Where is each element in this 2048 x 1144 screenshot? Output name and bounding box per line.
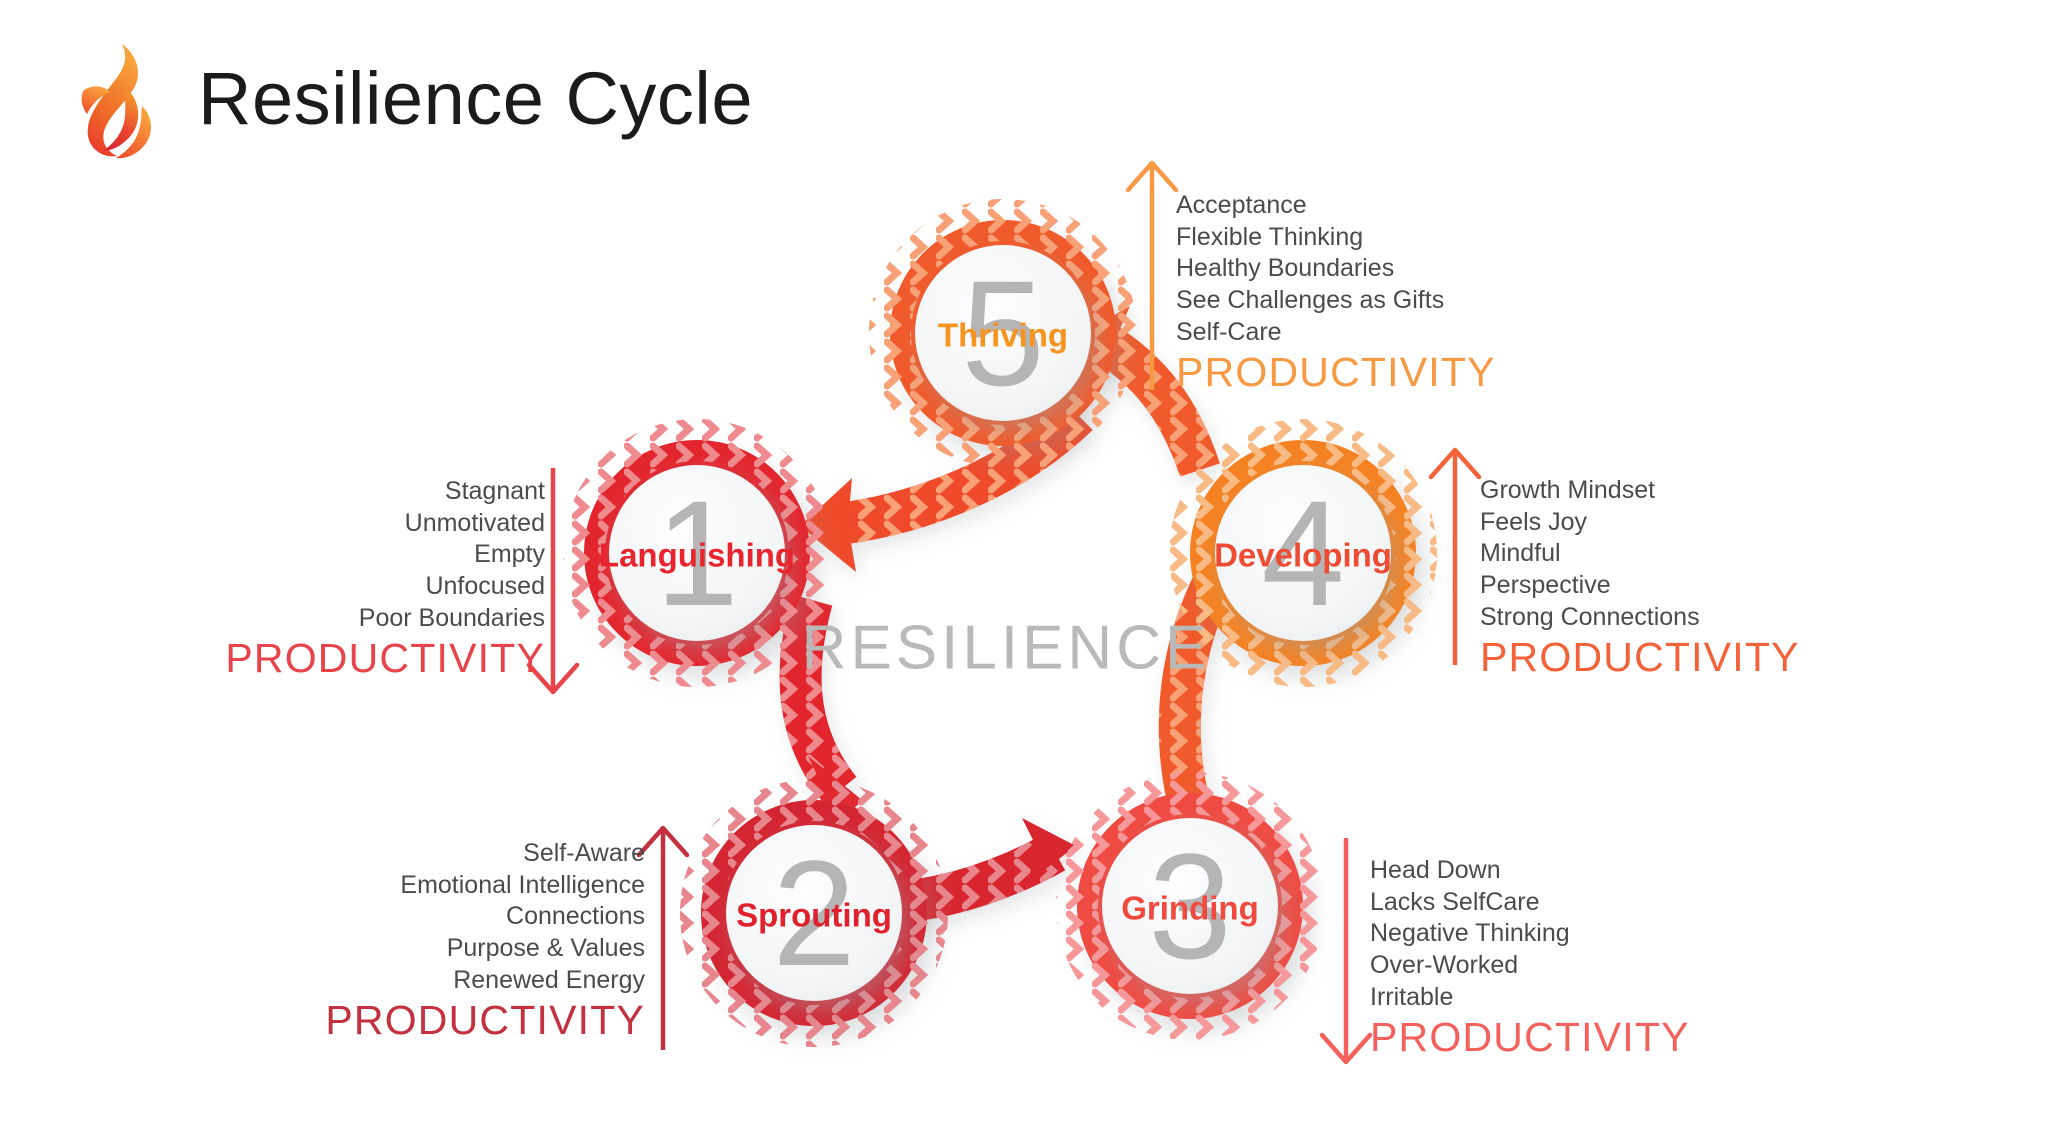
- node-developing[interactable]: [1169, 419, 1437, 687]
- list-item: Self-Care: [1176, 317, 1282, 346]
- list-item: Growth Mindset: [1480, 476, 1656, 504]
- node-label-developing: Developing: [1214, 536, 1392, 574]
- list-item: Acceptance: [1176, 191, 1307, 219]
- arrow-down-icon-grinding: [1319, 838, 1373, 1065]
- productivity-label-thriving: PRODUCTIVITY: [1176, 349, 1496, 396]
- productivity-label-grinding: PRODUCTIVITY: [1370, 1014, 1690, 1061]
- list-item: Lacks SelfCare: [1370, 887, 1540, 916]
- header: Resilience Cycle: [70, 38, 753, 160]
- flame-icon: [70, 38, 170, 160]
- list-item: Irritable: [1370, 982, 1454, 1011]
- list-item: Mindful: [1480, 539, 1561, 568]
- node-label-thriving: Thriving: [937, 316, 1069, 354]
- list-item: Renewed Energy: [453, 965, 645, 994]
- list-item: Poor Boundaries: [358, 603, 545, 632]
- center-label: RESILIENCE: [801, 613, 1211, 683]
- list-item: Emotional Intelligence: [400, 870, 645, 899]
- list-item: Over-Worked: [1370, 950, 1519, 979]
- node-label-grinding: Grinding: [1121, 889, 1259, 927]
- list-item: Negative Thinking: [1370, 919, 1570, 948]
- arrow-up-icon-sprouting: [636, 825, 690, 1050]
- productivity-label-languishing: PRODUCTIVITY: [225, 635, 545, 682]
- arrow-down-icon-languishing: [526, 468, 580, 695]
- list-item: Unmotivated: [404, 508, 545, 537]
- productivity-label-developing: PRODUCTIVITY: [1480, 634, 1800, 681]
- list-item: Perspective: [1480, 570, 1611, 599]
- node-grinding[interactable]: [1056, 772, 1324, 1040]
- attribute-list-developing: Growth Mindset Feels Joy Mindful Perspec…: [1480, 475, 1800, 633]
- attributes-thriving: Acceptance Flexible Thinking Healthy Bou…: [1176, 190, 1496, 393]
- attribute-list-thriving: Acceptance Flexible Thinking Healthy Bou…: [1176, 190, 1496, 348]
- attributes-sprouting: Self-Aware Emotional Intelligence Connec…: [300, 838, 645, 1041]
- list-item: Empty: [474, 540, 545, 569]
- list-item: Self-Aware: [523, 839, 645, 867]
- attributes-languishing: Stagnant Unmotivated Empty Unfocused Poo…: [210, 476, 545, 679]
- productivity-label-sprouting: PRODUCTIVITY: [325, 997, 645, 1044]
- list-item: See Challenges as Gifts: [1176, 285, 1445, 314]
- node-label-languishing: Languishing: [598, 536, 796, 574]
- attribute-list-sprouting: Self-Aware Emotional Intelligence Connec…: [300, 838, 645, 996]
- attributes-developing: Growth Mindset Feels Joy Mindful Perspec…: [1480, 475, 1800, 678]
- list-item: Stagnant: [444, 477, 545, 505]
- list-item: Head Down: [1370, 856, 1501, 884]
- attribute-list-grinding: Head Down Lacks SelfCare Negative Thinki…: [1370, 855, 1690, 1013]
- attribute-list-languishing: Stagnant Unmotivated Empty Unfocused Poo…: [210, 476, 545, 634]
- list-item: Feels Joy: [1480, 507, 1587, 536]
- node-label-sprouting: Sprouting: [736, 896, 892, 934]
- page-title: Resilience Cycle: [198, 57, 753, 140]
- arrow-up-icon-thriving: [1125, 160, 1179, 390]
- list-item: Connections: [506, 902, 645, 931]
- node-thriving[interactable]: [869, 199, 1137, 467]
- list-item: Flexible Thinking: [1176, 222, 1364, 251]
- node-languishing[interactable]: [563, 419, 831, 687]
- arrow-up-icon-developing: [1428, 447, 1482, 665]
- list-item: Purpose & Values: [446, 933, 645, 962]
- list-item: Strong Connections: [1480, 602, 1700, 631]
- list-item: Healthy Boundaries: [1176, 254, 1395, 283]
- attributes-grinding: Head Down Lacks SelfCare Negative Thinki…: [1370, 855, 1690, 1058]
- list-item: Unfocused: [425, 571, 545, 600]
- node-sprouting[interactable]: [680, 779, 948, 1047]
